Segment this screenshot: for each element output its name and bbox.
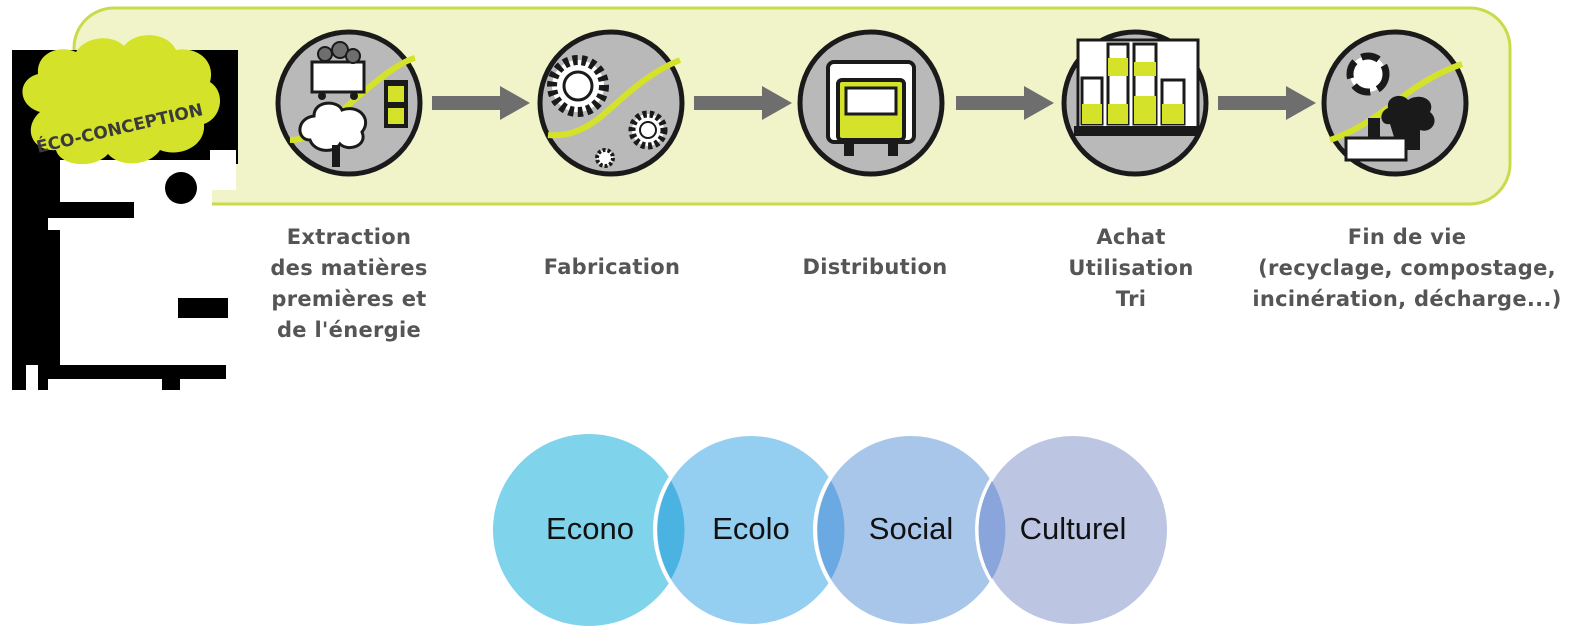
arrow-icon — [956, 86, 1054, 120]
stage-label-extraction: Extraction des matières premières et de … — [270, 225, 428, 342]
stage-label-achat: Achat Utilisation Tri — [1068, 225, 1194, 311]
store-shelf-icon — [1061, 29, 1209, 177]
venn-overlap — [978, 481, 1006, 579]
recycle-icon — [1321, 29, 1469, 177]
venn-label-ecolo: Ecolo — [712, 511, 790, 546]
venn-circle-culturel — [975, 432, 1171, 628]
arrow-icon — [432, 86, 530, 120]
venn-label-econo: Econo — [546, 511, 634, 546]
venn-label-social: Social — [868, 511, 954, 546]
stage-label-fabrication: Fabrication — [543, 255, 681, 279]
truck-icon — [797, 29, 945, 177]
mine-cart-tree-icon — [275, 29, 423, 177]
gears-icon — [537, 29, 685, 177]
venn-overlap — [817, 481, 845, 579]
venn-circle-econo — [493, 434, 685, 626]
arrow-icon — [1218, 86, 1316, 120]
venn-overlap — [657, 481, 685, 579]
stage-label-fin-de-vie: Fin de vie (recyclage, compostage, incin… — [1252, 225, 1562, 311]
flow-arrows — [432, 86, 1316, 120]
eco-conception-pictogram: ÉCO-CONCEPTION — [12, 35, 238, 390]
venn-label-culturel: Culturel — [1019, 511, 1127, 546]
stage-label-distribution: Distribution — [802, 255, 948, 279]
arrow-icon — [694, 86, 792, 120]
venn-diagram — [493, 432, 1171, 628]
eco-cloud-badge — [22, 35, 221, 165]
